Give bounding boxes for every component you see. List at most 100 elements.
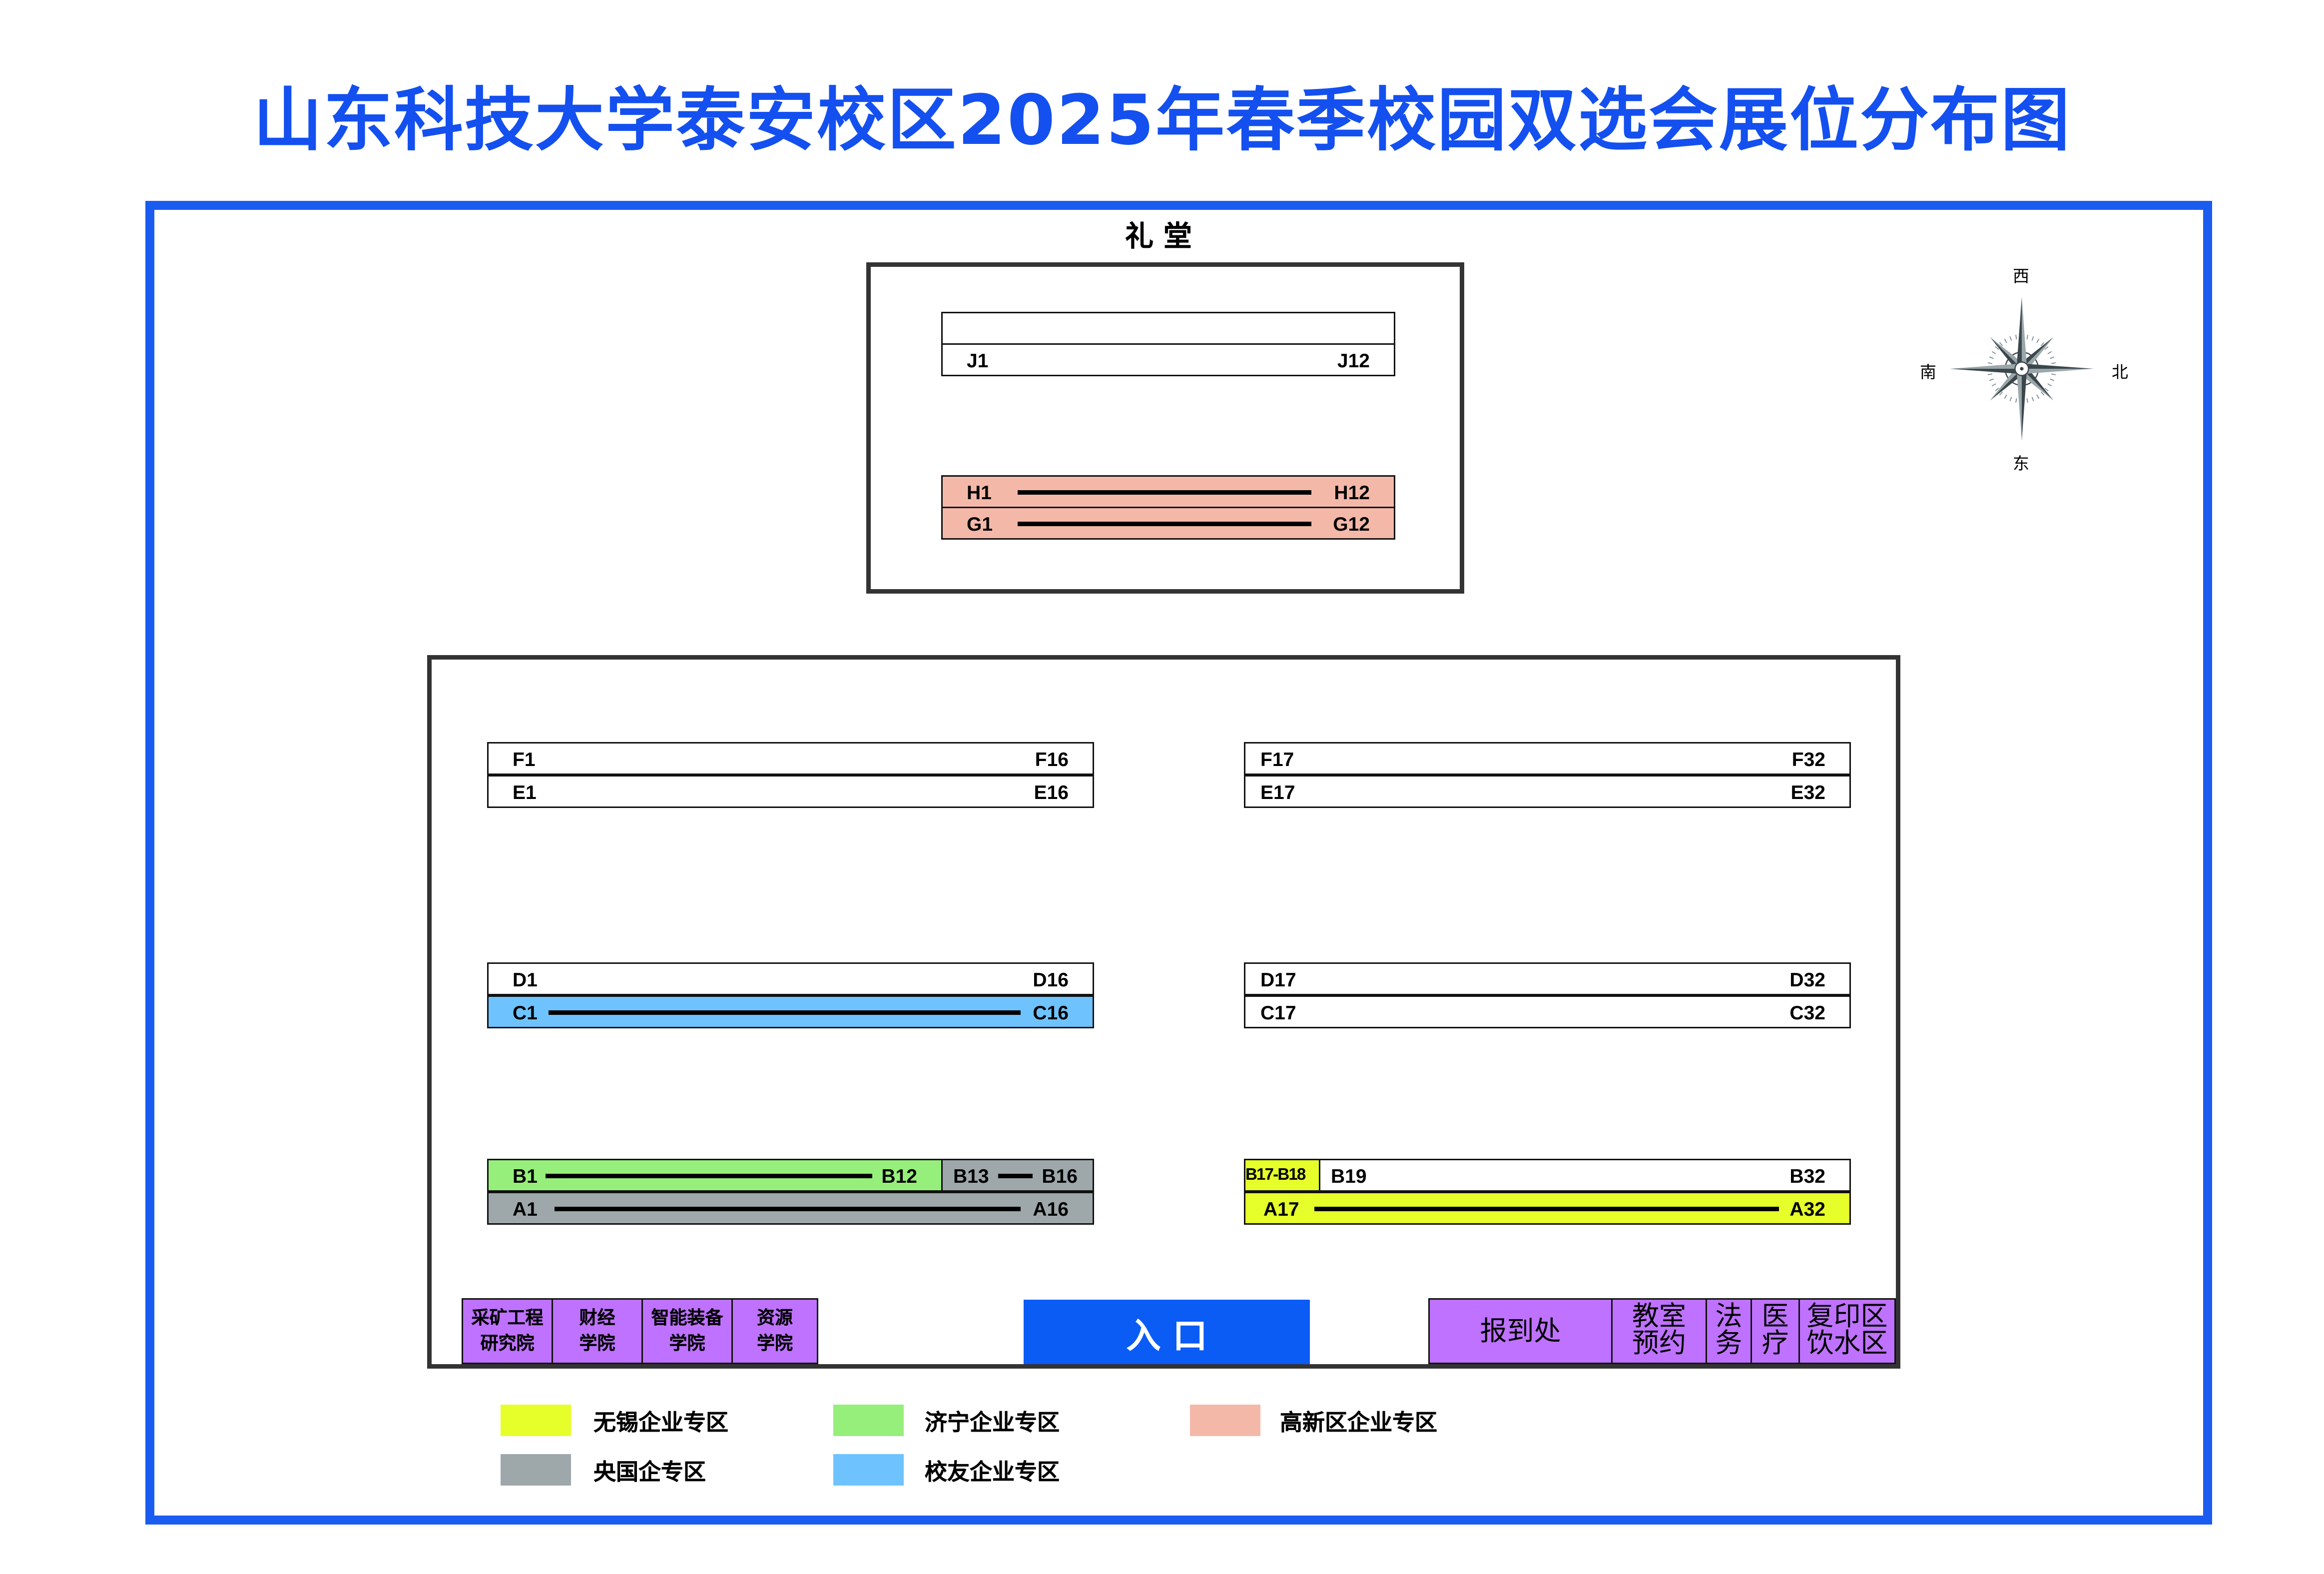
booth-range-line [555, 1207, 1021, 1211]
booth-start: E17 [1260, 781, 1295, 803]
booth-range-line [546, 1174, 872, 1178]
compass-arm [2018, 365, 2054, 401]
service-legal[interactable]: 法务 [1706, 1298, 1752, 1364]
booth-row-b-left[interactable]: B1 B12 [487, 1159, 943, 1192]
booth-end: C32 [1789, 1001, 1825, 1024]
booth-range-line [1018, 490, 1311, 495]
booth-range-line [1018, 522, 1311, 526]
compass-tick [2036, 394, 2040, 399]
booth-row-a-right[interactable]: A17 A32 [1244, 1192, 1851, 1225]
label-line: 疗 [1761, 1328, 1789, 1360]
compass-tick [2036, 338, 2040, 343]
compass-tick [2040, 342, 2045, 346]
service-classroom-booking[interactable]: 教室预约 [1611, 1298, 1707, 1364]
booth-row-a-left[interactable]: A1 A16 [487, 1192, 1094, 1225]
label-line: 学院 [579, 1333, 615, 1354]
label-line: 饮水区 [1806, 1328, 1888, 1360]
compass-tick [2050, 378, 2055, 381]
booth-start: B19 [1331, 1165, 1367, 1187]
compass-tick [2044, 346, 2049, 350]
booth-row-f-right[interactable]: F17 F32 [1244, 742, 1851, 775]
label-line: 法 [1715, 1301, 1743, 1333]
compass-arm [2016, 369, 2027, 441]
compass-tick [2047, 383, 2052, 387]
booth-row-f-left[interactable]: F1 F16 [487, 742, 1094, 775]
legend-swatch-wuxi [501, 1405, 571, 1436]
compass-tick [1995, 387, 1999, 392]
entrance[interactable]: 入 口 [1024, 1300, 1310, 1364]
booth-row-b-right[interactable]: B19 B32 [1319, 1159, 1851, 1192]
booth-end: G12 [1333, 513, 1370, 535]
label-line: 财经 [579, 1307, 615, 1328]
label-line: 复印区 [1806, 1301, 1888, 1333]
college-booth-intelligent-equipment[interactable]: 智能装备学院 [641, 1298, 733, 1364]
label-line: 采矿工程 [471, 1307, 544, 1328]
booth-range-line [1314, 1207, 1779, 1211]
label-line: 预约 [1632, 1328, 1686, 1360]
page-title: 山东科技大学泰安校区2025年春季校园双选会展位分布图 [253, 79, 2072, 160]
compass-rose-icon [1950, 297, 2094, 441]
booth-row-d-right[interactable]: D17 D32 [1244, 962, 1851, 995]
booth-end: C16 [1033, 1001, 1069, 1024]
label-line: 资源 [756, 1307, 793, 1328]
legend-swatch-alumni [833, 1454, 904, 1486]
service-registration[interactable]: 报到处 [1428, 1298, 1613, 1364]
service-print-water[interactable]: 复印区饮水区 [1798, 1298, 1896, 1364]
booth-row-c-right[interactable]: C17 C32 [1244, 995, 1851, 1028]
booth-row-g[interactable]: G1 G12 [941, 507, 1395, 540]
label-line: 教室 [1632, 1301, 1686, 1333]
label-line: 学院 [756, 1333, 793, 1354]
main-hall-box [427, 655, 1900, 1369]
legend-label-jining: 济宁企业专区 [925, 1409, 1060, 1436]
compass-tick [1999, 391, 2003, 396]
booth-row-c-left[interactable]: C1 C16 [487, 995, 1094, 1028]
booth-start: C1 [513, 1001, 538, 1024]
label-line: 务 [1715, 1328, 1743, 1360]
booth-start: B1 [513, 1165, 538, 1187]
booth-end: B16 [1042, 1165, 1078, 1187]
auditorium-box [866, 262, 1464, 594]
booth-row-j[interactable]: J1 J12 [941, 343, 1395, 376]
booth-start: D1 [513, 968, 538, 991]
booth-row-h[interactable]: H1 H12 [941, 475, 1395, 508]
booth-start: F17 [1260, 748, 1294, 771]
label-line: 研究院 [480, 1333, 535, 1354]
booth-end: B12 [881, 1165, 917, 1187]
compass-tick [1991, 383, 1996, 387]
booth-row-e-right[interactable]: E17 E32 [1244, 775, 1851, 808]
booth-row-e-left[interactable]: E1 E16 [487, 775, 1094, 808]
college-booth-finance[interactable]: 财经学院 [552, 1298, 643, 1364]
booth-start: H1 [967, 481, 992, 504]
booth-start: A17 [1263, 1198, 1299, 1220]
service-medical[interactable]: 医疗 [1750, 1298, 1800, 1364]
compass-right-label: 北 [2112, 363, 2128, 382]
compass-tick [2015, 334, 2017, 340]
booth-end: F32 [1791, 748, 1825, 771]
legend-label-alumni: 校友企业专区 [925, 1459, 1060, 1486]
label-line: 医 [1761, 1301, 1789, 1333]
college-booth-resources[interactable]: 资源学院 [731, 1298, 818, 1364]
legend-label-soe: 央国企专区 [593, 1459, 706, 1486]
booth-end: A16 [1033, 1198, 1069, 1220]
booth-row-b13-b16[interactable]: B13 B16 [941, 1159, 1094, 1192]
booth-row-d-left[interactable]: D1 D16 [487, 962, 1094, 995]
booth-b17-b18[interactable]: B17-B18 [1244, 1159, 1320, 1192]
legend-swatch-hightech [1190, 1405, 1260, 1436]
legend-label-wuxi: 无锡企业专区 [593, 1409, 729, 1436]
compass-arm [1990, 365, 2026, 401]
compass-tick [1989, 378, 1994, 381]
compass-tick [2031, 336, 2034, 341]
compass-tick [1989, 356, 1994, 359]
label-line: 报到处 [1480, 1315, 1561, 1347]
booth-start: E1 [513, 781, 537, 803]
compass-tick [2004, 338, 2007, 343]
booth-end: D32 [1789, 968, 1825, 991]
booth-range-line [998, 1174, 1033, 1178]
compass-arm [1950, 363, 2022, 374]
compass-tick [2004, 394, 2007, 399]
college-booth-mining[interactable]: 采矿工程研究院 [462, 1298, 553, 1364]
booth-label: B17-B18 [1245, 1166, 1306, 1184]
booth-start: F1 [513, 748, 536, 771]
compass-left-label: 南 [1920, 363, 1936, 382]
